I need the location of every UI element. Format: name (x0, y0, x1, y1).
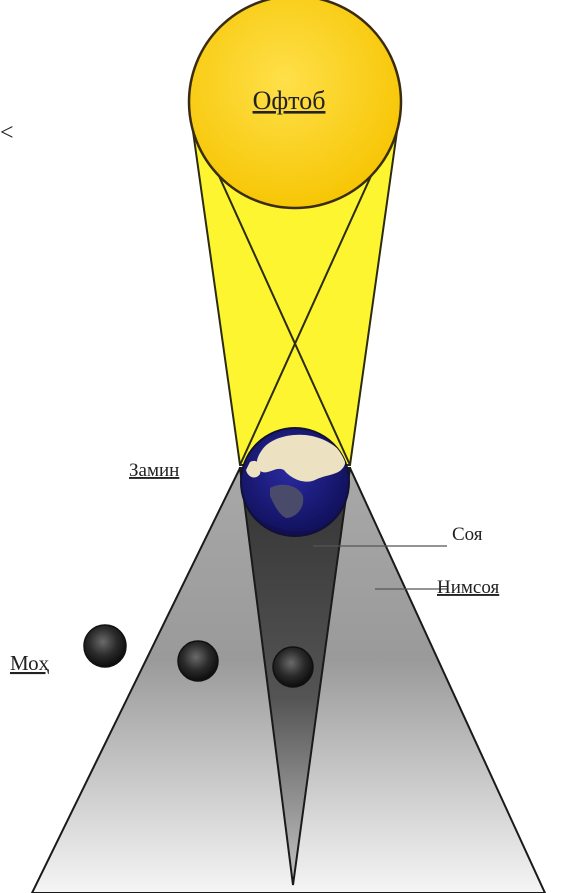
earth-label: Замин (129, 460, 179, 481)
moon-in-penumbra (178, 641, 218, 681)
moon-outside-shadow (84, 625, 126, 667)
moon-label: Моҳ (10, 651, 50, 675)
umbra-label: Соя (452, 524, 483, 545)
penumbra-label: Нимсоя (437, 577, 499, 598)
moon-in-umbra (273, 647, 313, 687)
sun-label: Офтоб (253, 86, 326, 115)
stray-glyph: < (0, 120, 14, 146)
